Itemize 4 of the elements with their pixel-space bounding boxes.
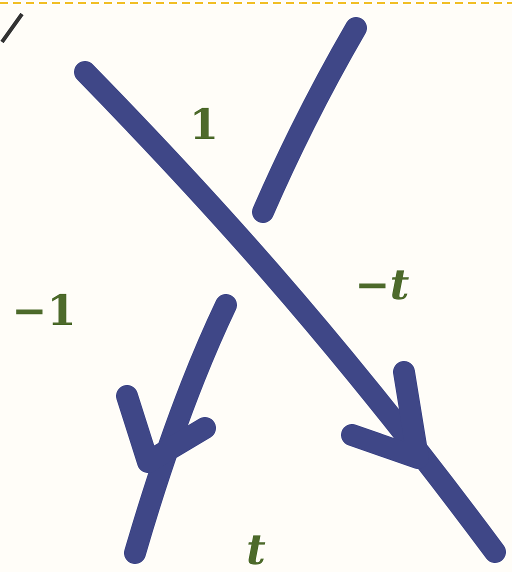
strand-label: −1 xyxy=(12,290,76,332)
strand-label: 1 xyxy=(189,104,219,146)
strand-label: −t xyxy=(354,264,410,306)
strand-label: t xyxy=(246,529,266,571)
